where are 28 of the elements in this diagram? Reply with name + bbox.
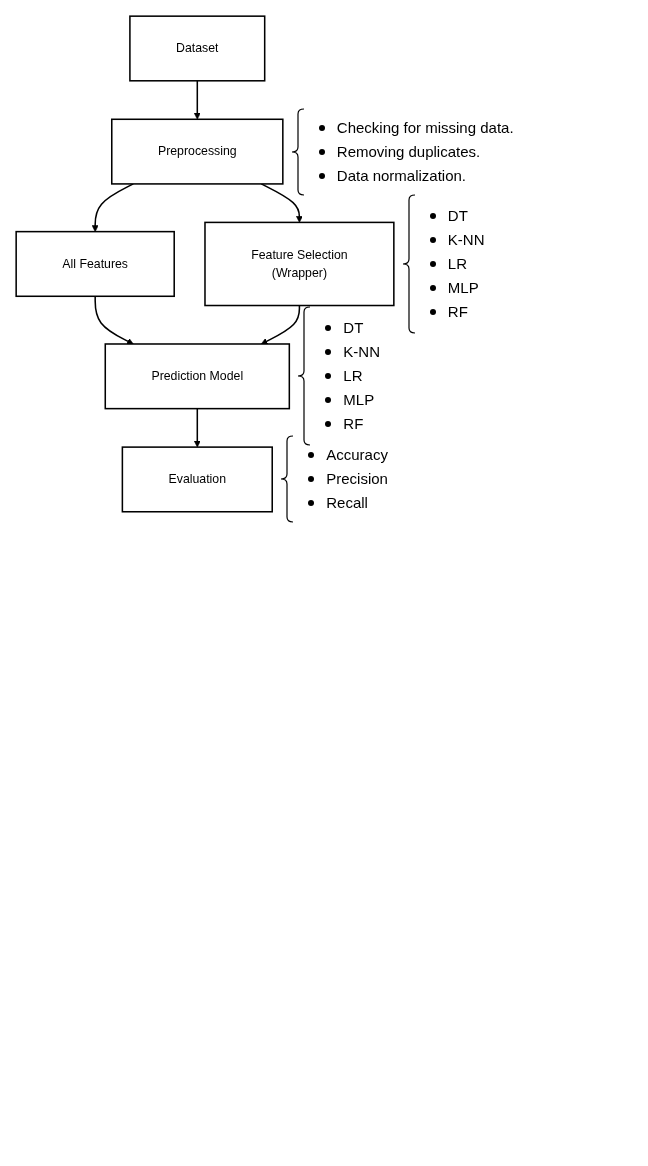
bullet-text: K-NN [447,229,485,250]
bullet-text: Checking for missing data. [336,117,514,138]
node-box: Preprocessing [111,118,284,185]
node-box: Prediction Model [104,343,291,410]
node-box: All Features [15,230,175,298]
bullet-text: Precision [326,469,388,490]
bullet-text: Removing duplicates. [336,141,481,162]
arrow [260,183,303,223]
bullet-text: RF [447,301,468,322]
bullet-text: Recall [326,493,368,514]
bullet-text: RF [343,414,364,435]
bullet-text: DT [447,205,468,226]
node-box: Evaluation [121,446,273,513]
bullet-text: Data normalization. [336,165,467,186]
bullet-text: LR [343,366,363,387]
bullet-text: MLP [447,277,479,298]
arrow [193,407,201,448]
arrow [193,80,201,120]
bullet-text: DT [343,318,364,339]
bullet-text: Accuracy [326,445,388,466]
bullet-text: LR [447,253,467,274]
node-box: Dataset [129,15,266,82]
bullet-text: K-NN [343,342,380,363]
arrow [261,304,301,345]
arrow [94,295,134,345]
arrow [91,183,135,232]
bullet-text: MLP [343,390,375,411]
node-box: Feature Selection (Wrapper) [204,221,395,307]
